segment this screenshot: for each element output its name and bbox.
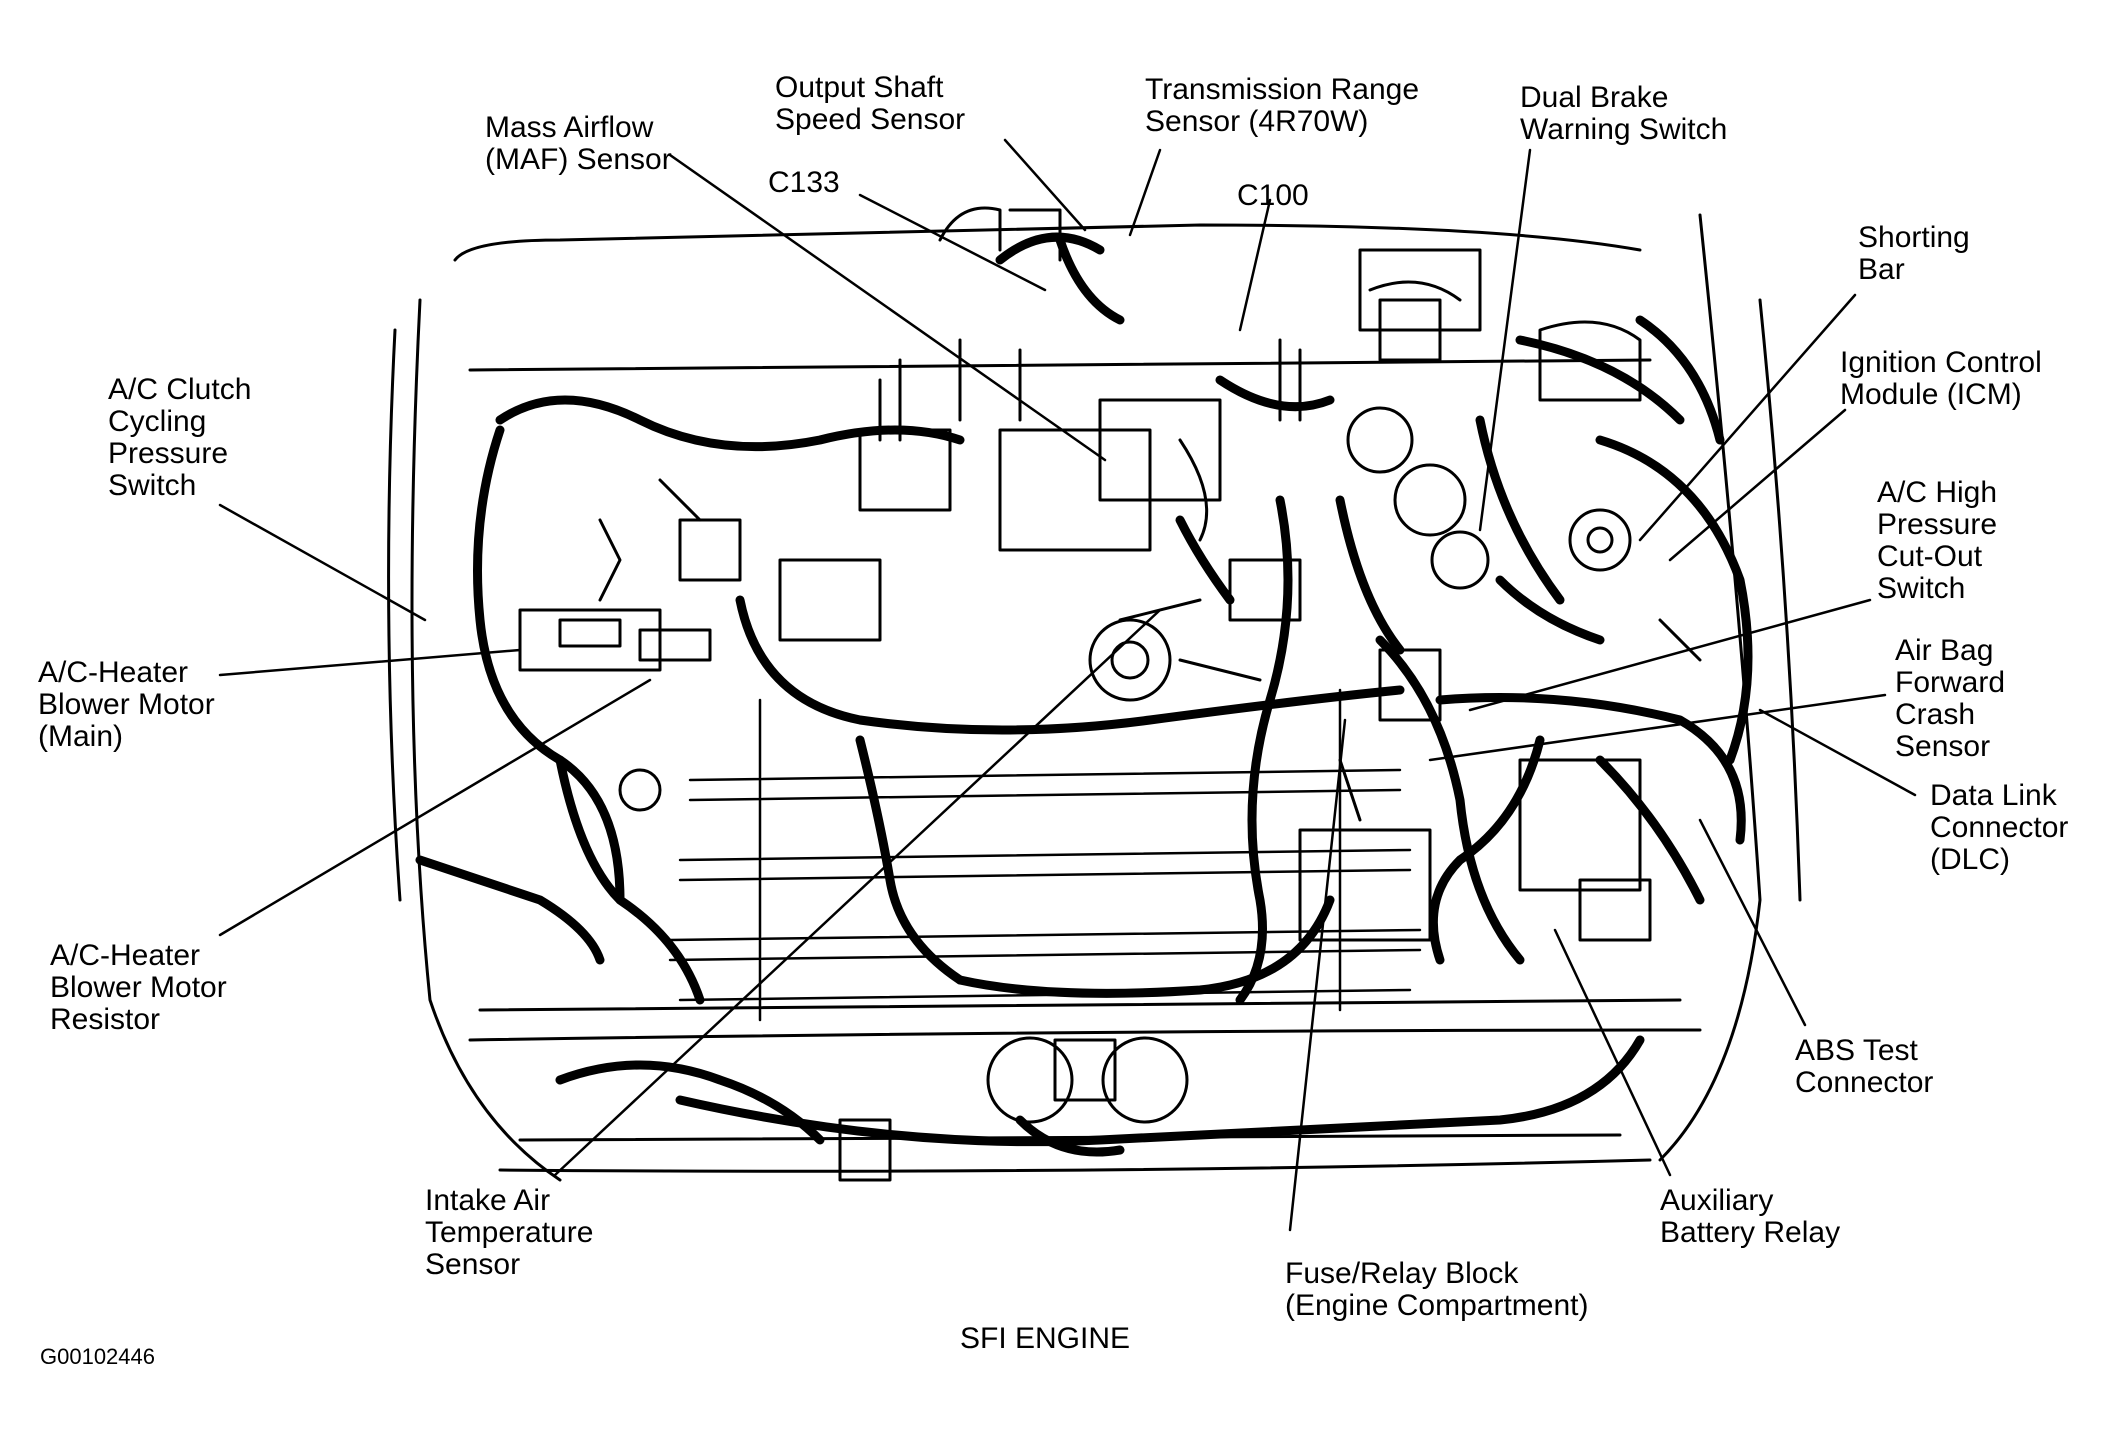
label-line: Dual Brake	[1520, 81, 1669, 114]
figure-id: G00102446	[40, 1344, 155, 1369]
label-data-link-connector: Data Link Connector (DLC)	[1930, 780, 2068, 876]
label-ac-heater-blower-motor-main: A/C-Heater Blower Motor (Main)	[38, 657, 215, 753]
label-fuse-relay-block: Fuse/Relay Block (Engine Compartment)	[1285, 1258, 1588, 1322]
label-line: (MAF) Sensor	[485, 143, 672, 176]
engine-components	[518, 206, 1652, 1182]
label-line: (DLC)	[1930, 843, 2010, 876]
label-c133: C133	[768, 167, 840, 199]
label-intake-air-temperature-sensor: Intake Air Temperature Sensor	[425, 1185, 593, 1281]
label-line: Blower Motor	[38, 688, 215, 721]
label-line: Module (ICM)	[1840, 378, 2022, 411]
label-line: Sensor	[425, 1248, 521, 1281]
label-line: (Engine Compartment)	[1285, 1289, 1589, 1322]
label-line: ABS Test	[1795, 1034, 1918, 1067]
leader-lines	[218, 138, 1917, 1232]
label-line: Output Shaft	[775, 71, 944, 104]
label-output-shaft-speed-sensor: Output Shaft Speed Sensor	[775, 72, 965, 136]
label-line: (Main)	[38, 720, 124, 753]
label-transmission-range-sensor: Transmission Range Sensor (4R70W)	[1145, 74, 1419, 138]
label-ac-clutch-cycling-pressure-switch: A/C Clutch Cycling Pressure Switch	[108, 374, 251, 502]
label-line: Connector	[1795, 1066, 1934, 1099]
label-mass-airflow-sensor: Mass Airflow (MAF) Sensor	[485, 112, 672, 176]
label-line: Mass Airflow	[485, 111, 654, 144]
label-abs-test-connector: ABS Test Connector	[1795, 1035, 1933, 1099]
label-line: Transmission Range	[1145, 73, 1419, 106]
label-line: Bar	[1858, 253, 1905, 286]
label-line: Fuse/Relay Block	[1285, 1257, 1519, 1290]
label-air-bag-forward-crash-sensor: Air Bag Forward Crash Sensor	[1895, 635, 2005, 763]
label-line: Crash	[1895, 698, 1976, 731]
label-line: Blower Motor	[50, 971, 227, 1004]
label-line: Data Link	[1930, 779, 2057, 812]
figure-caption: SFI ENGINE	[960, 1322, 1131, 1355]
wiring-harness	[415, 232, 1753, 1157]
label-line: A/C-Heater	[38, 656, 189, 689]
label-line: Cycling	[108, 405, 207, 438]
label-line: A/C-Heater	[50, 939, 201, 972]
label-dual-brake-warning-switch: Dual Brake Warning Switch	[1520, 82, 1727, 146]
label-line: C133	[768, 166, 840, 199]
label-line: Intake Air	[425, 1184, 551, 1217]
label-line: C100	[1237, 179, 1309, 212]
label-auxiliary-battery-relay: Auxiliary Battery Relay	[1660, 1185, 1840, 1249]
label-line: Pressure	[1877, 508, 1998, 541]
label-line: Battery Relay	[1660, 1216, 1841, 1249]
grille-bars	[668, 688, 1422, 1022]
label-line: A/C Clutch	[108, 373, 252, 406]
label-line: Resistor	[50, 1003, 161, 1036]
label-line: Speed Sensor	[775, 103, 966, 136]
label-shorting-bar: Shorting Bar	[1858, 222, 1970, 286]
label-line: Sensor	[1895, 730, 1991, 763]
label-line: Ignition Control	[1840, 346, 2042, 379]
label-line: Switch	[1877, 572, 1966, 605]
label-line: A/C High	[1877, 476, 1998, 509]
label-ignition-control-module: Ignition Control Module (ICM)	[1840, 347, 2042, 411]
label-line: Forward	[1895, 666, 2006, 699]
label-ac-high-pressure-cutout-switch: A/C High Pressure Cut-Out Switch	[1877, 477, 1997, 605]
label-line: Shorting	[1858, 221, 1970, 254]
label-line: Pressure	[108, 437, 229, 470]
label-line: Connector	[1930, 811, 2069, 844]
label-c100: C100	[1237, 180, 1309, 212]
label-line: Temperature	[425, 1216, 594, 1249]
label-line: Warning Switch	[1520, 113, 1728, 146]
hoses	[598, 338, 1702, 822]
label-line: Sensor (4R70W)	[1145, 105, 1369, 138]
label-ac-heater-blower-motor-resistor: A/C-Heater Blower Motor Resistor	[50, 940, 227, 1036]
label-line: Switch	[108, 469, 197, 502]
label-line: Cut-Out	[1877, 540, 1983, 573]
label-line: Auxiliary	[1660, 1184, 1774, 1217]
label-line: Air Bag	[1895, 634, 1994, 667]
